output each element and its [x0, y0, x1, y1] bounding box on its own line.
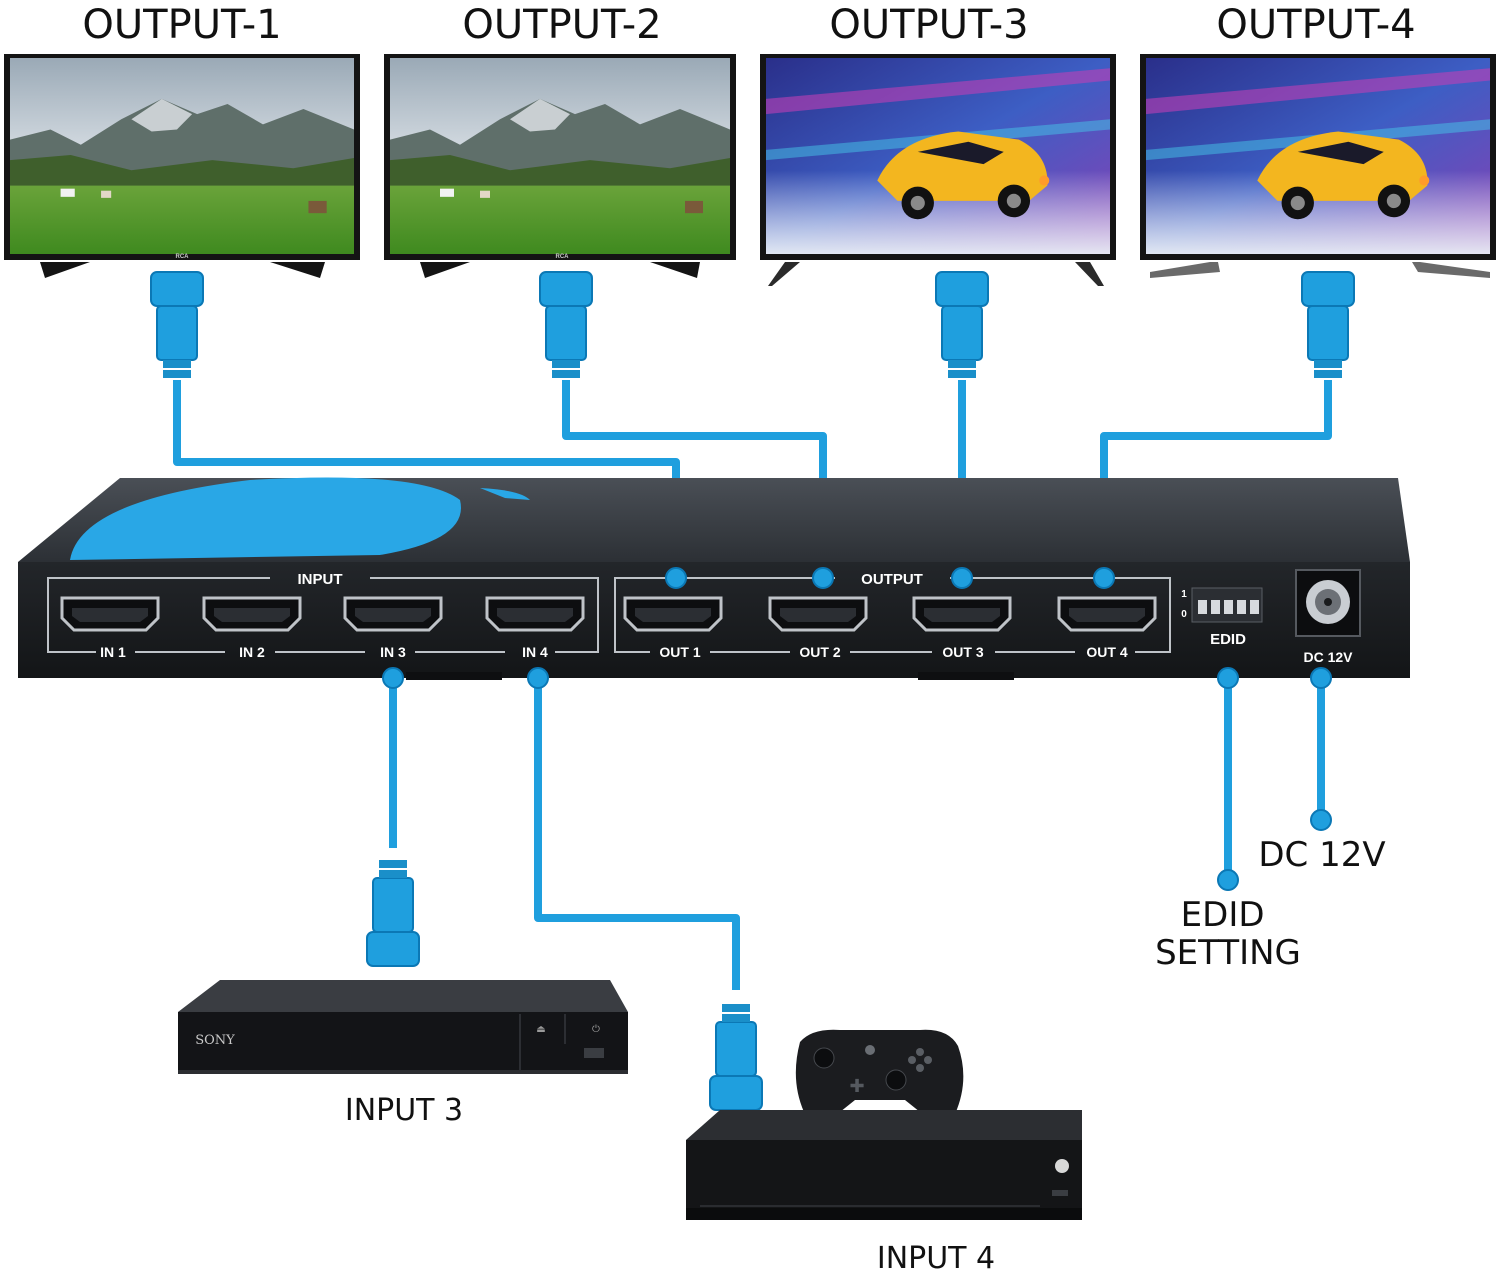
- port-label-out-3: OUT 3: [942, 644, 983, 660]
- tv-stand-leg: [768, 262, 800, 286]
- xbox-console-input-4: ✚: [686, 1029, 1082, 1220]
- power-icon: ⏻: [592, 1024, 600, 1035]
- hdmi-port-out-3[interactable]: [912, 596, 1012, 632]
- xbox-button-icon: [865, 1045, 875, 1055]
- tv-output-3: [760, 54, 1116, 286]
- eject-icon: ⏏: [536, 1024, 545, 1035]
- xbox-controller: [795, 1029, 964, 1124]
- landscape-screen-image: [10, 58, 354, 254]
- tv-output-2: RCA: [384, 54, 736, 278]
- output-3-label: OUTPUT-3: [829, 2, 1028, 48]
- tv-brand-logo: RCA: [556, 254, 570, 260]
- racing-car-screen-image: [766, 58, 1110, 254]
- hdmi-plug-icon: [150, 271, 204, 379]
- port-label-in-1: IN 1: [100, 644, 126, 660]
- edid-label: EDID: [1210, 631, 1246, 648]
- hdmi-plug-icon: [539, 271, 593, 379]
- racing-car-screen-image: [1146, 58, 1490, 254]
- connection-dot: [665, 567, 687, 589]
- edid-setting-line-1: EDID: [1181, 895, 1265, 935]
- tv-stand-leg: [1150, 262, 1220, 278]
- connection-dot: [1217, 667, 1239, 689]
- connection-dot: [951, 567, 973, 589]
- connection-dot: [1093, 567, 1115, 589]
- hdmi-plug-icon: [709, 1003, 763, 1111]
- port-label-in-4: IN 4: [522, 644, 548, 660]
- tv-output-4: [1140, 54, 1496, 278]
- hdmi-matrix-switch: INPUT OUTPUT IN 1 IN 2 IN 3 IN 4 OUT 1 O…: [18, 477, 1410, 680]
- brand-swoosh-logo: [480, 488, 530, 500]
- output-group-label: OUTPUT: [861, 571, 923, 588]
- port-label-out-4: OUT 4: [1086, 644, 1127, 660]
- edid-switch-position-0: 0: [1181, 609, 1187, 620]
- hdmi-port-out-1[interactable]: [623, 596, 723, 632]
- xbox-logo-icon: [1055, 1159, 1069, 1173]
- tv-stand-leg: [650, 262, 700, 278]
- connection-dot: [812, 567, 834, 589]
- tv-output-1: RCA: [4, 54, 360, 278]
- tv-stand-leg: [1075, 262, 1104, 286]
- tv-stand-leg: [420, 262, 470, 278]
- hdmi-port-out-4[interactable]: [1057, 596, 1157, 632]
- cable-input-4: [534, 678, 740, 990]
- hdmi-port-in-4[interactable]: [485, 596, 585, 632]
- edid-switch-position-1: 1: [1181, 589, 1187, 600]
- port-label-out-1: OUT 1: [659, 644, 700, 660]
- dpad-icon: ✚: [849, 1076, 864, 1096]
- output-4-label: OUTPUT-4: [1216, 2, 1415, 48]
- edid-setting-line-2: SETTING: [1155, 933, 1301, 973]
- sony-brand-logo: SONY: [195, 1033, 235, 1048]
- hdmi-port-in-3[interactable]: [343, 596, 443, 632]
- connection-dot: [1310, 667, 1332, 689]
- hdmi-cables-bottom: [389, 678, 1325, 990]
- dc-12v-callout: DC 12V: [1258, 835, 1385, 875]
- input-group-label: INPUT: [298, 571, 343, 588]
- port-label-in-3: IN 3: [380, 644, 406, 660]
- hdmi-port-out-2[interactable]: [768, 596, 868, 632]
- connection-dot: [1310, 809, 1332, 831]
- tv-brand-logo: RCA: [176, 254, 190, 260]
- brand-swoosh-logo: [70, 477, 461, 560]
- landscape-screen-image: [390, 58, 730, 254]
- edid-setting-callout: EDID SETTING: [1155, 895, 1301, 973]
- output-2-label: OUTPUT-2: [462, 2, 661, 48]
- connection-dot: [527, 667, 549, 689]
- usb-port-icon: [1052, 1190, 1068, 1196]
- hdmi-plug-icon: [1301, 271, 1355, 379]
- dc-12v-panel-label: DC 12V: [1303, 649, 1353, 665]
- hdmi-plug-icon: [366, 859, 420, 967]
- hdmi-port-in-2[interactable]: [202, 596, 302, 632]
- output-1-label: OUTPUT-1: [82, 2, 281, 48]
- input-4-label: INPUT 4: [877, 1241, 995, 1276]
- tv-stand-leg: [1412, 262, 1490, 278]
- input-3-label: INPUT 3: [345, 1093, 463, 1128]
- blu-ray-player-input-3: SONY ⏏ ⏻: [178, 980, 628, 1074]
- hdmi-port-in-1[interactable]: [60, 596, 160, 632]
- tv-stand-leg: [270, 262, 325, 278]
- port-label-in-2: IN 2: [239, 644, 265, 660]
- connection-dot: [1217, 869, 1239, 891]
- usb-port-icon: [584, 1048, 604, 1058]
- hdmi-plug-icon: [935, 271, 989, 379]
- port-label-out-2: OUT 2: [799, 644, 840, 660]
- connection-dot: [382, 667, 404, 689]
- tv-stand-leg: [40, 262, 90, 278]
